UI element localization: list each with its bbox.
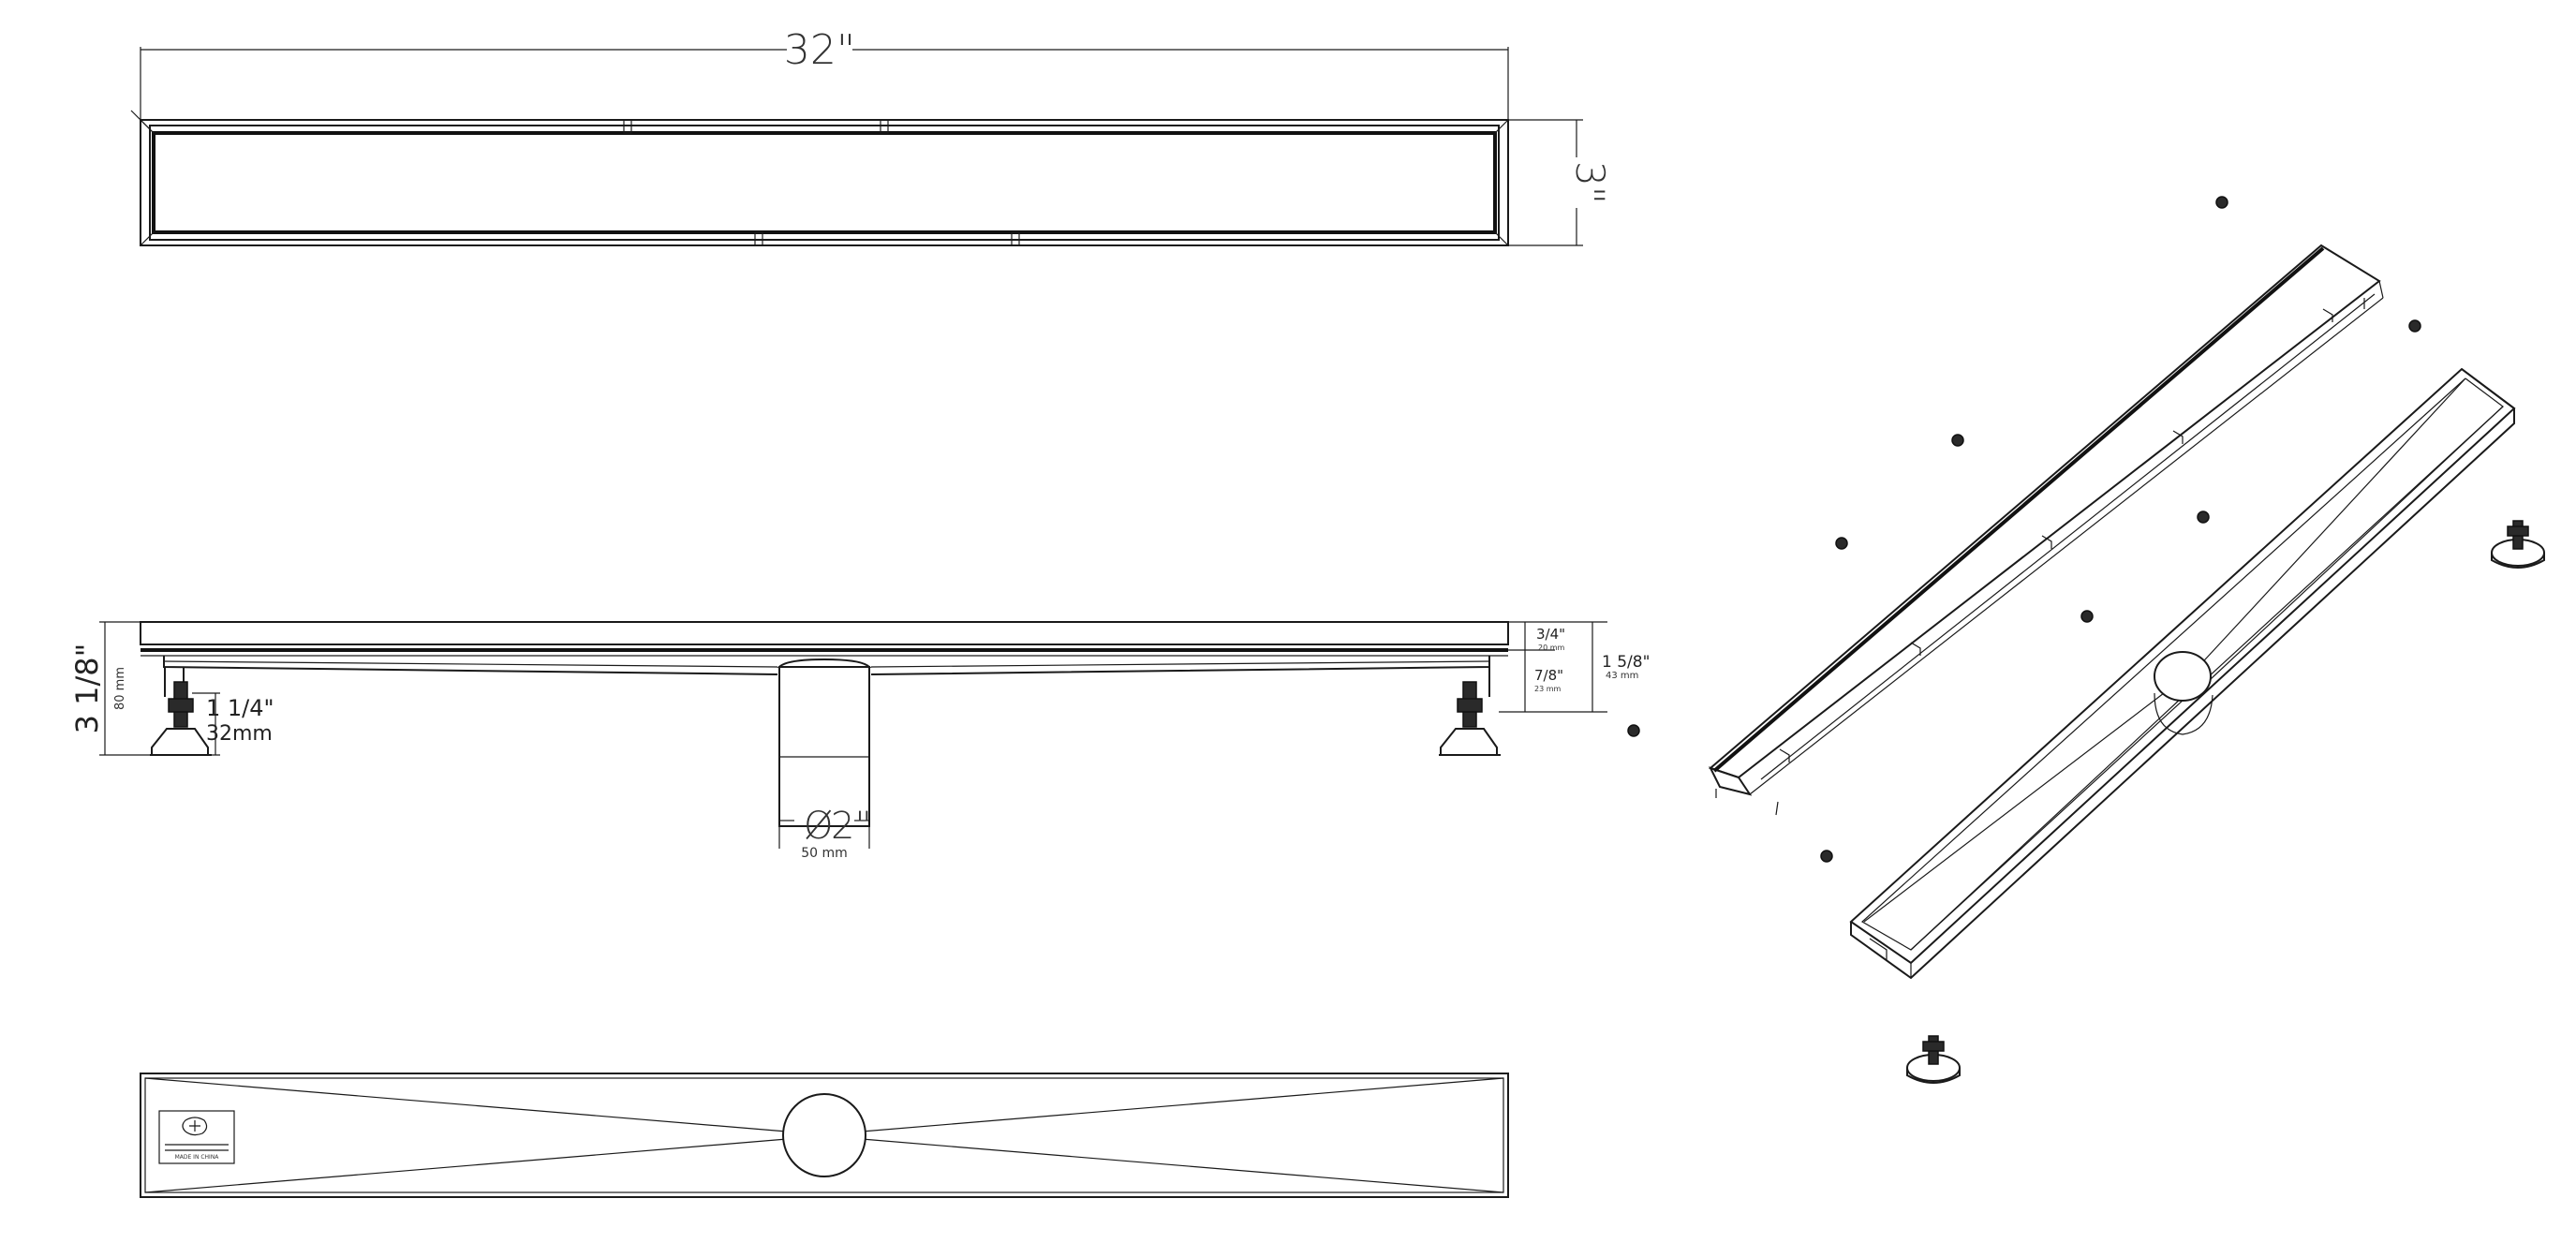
foot-base [151,728,209,756]
nut [1922,1041,1945,1052]
product-label: MADE IN CHINA [158,1110,235,1164]
right-leveling-foot [1439,667,1501,756]
mid-height-text: 1 5/8" [1602,653,1650,672]
screw-icon [2215,196,2228,209]
isometric-screws [1627,196,2421,863]
mid-height-mm-text: 43 mm [1606,671,1638,681]
screw-icon [1951,434,1964,447]
channel-height-mm-text: 23 mm [1534,685,1562,693]
top-view-tab [754,231,763,246]
foot-base [1440,728,1498,756]
screw-icon [1835,537,1848,550]
label-text: MADE IN CHINA [175,1154,220,1161]
leg-dimension-text: 1 1/4" [206,695,274,721]
screw-icon [1627,724,1640,737]
outlet-diameter-text: 2" [831,805,872,848]
outlet-diameter-symbol: Ø [804,805,833,848]
grate-height-mm-text: 20 mm [1538,644,1565,652]
top-view-grate [152,131,1497,234]
outlet-pipe [778,666,870,827]
top-view-tab [880,119,889,134]
outlet-diameter-mm-text: 50 mm [801,846,848,861]
left-leveling-foot [150,667,212,756]
side-view-grate [140,621,1509,645]
screw-icon [2197,511,2210,524]
top-view-flange [149,125,1500,241]
side-view: 3 1/8" 80 mm 1 1/4" 32mm 3/4" 20 mm 7/8"… [69,621,1650,861]
width-dimension-text: 3" [1567,161,1613,204]
isometric-outlet [2154,651,2212,702]
top-view: 32" 3" [130,26,1613,246]
channel-height-text: 7/8" [1534,667,1563,684]
nut [2507,525,2529,537]
grate-height-text: 3/4" [1536,626,1565,643]
isometric-foot-left [1906,1035,1961,1084]
top-view-outer-frame [140,119,1509,246]
screw-icon [2408,319,2421,333]
isometric-foot-right [2491,520,2545,569]
bottom-view-outlet [782,1093,866,1177]
total-height-text: 3 1/8" [69,644,105,734]
bottom-view-outline [140,1073,1509,1198]
label-logo [182,1117,208,1136]
isometric-grate [1709,244,2384,816]
isometric-channel [1849,367,2516,980]
side-view-channel-left [163,656,778,675]
leg-dimension-mm-text: 32mm [206,722,273,746]
nut [1457,698,1483,713]
screw-icon [2080,610,2094,623]
screw-icon [1820,850,1833,863]
top-view-tab [623,119,632,134]
length-dimension-text: 32" [784,26,855,74]
bottom-view: MADE IN CHINA [140,1073,1509,1198]
total-height-mm-text: 80 mm [113,667,127,710]
side-view-channel-right [870,656,1490,675]
nut [168,698,194,713]
isometric-view [1627,196,2545,1084]
top-view-tab [1011,231,1020,246]
